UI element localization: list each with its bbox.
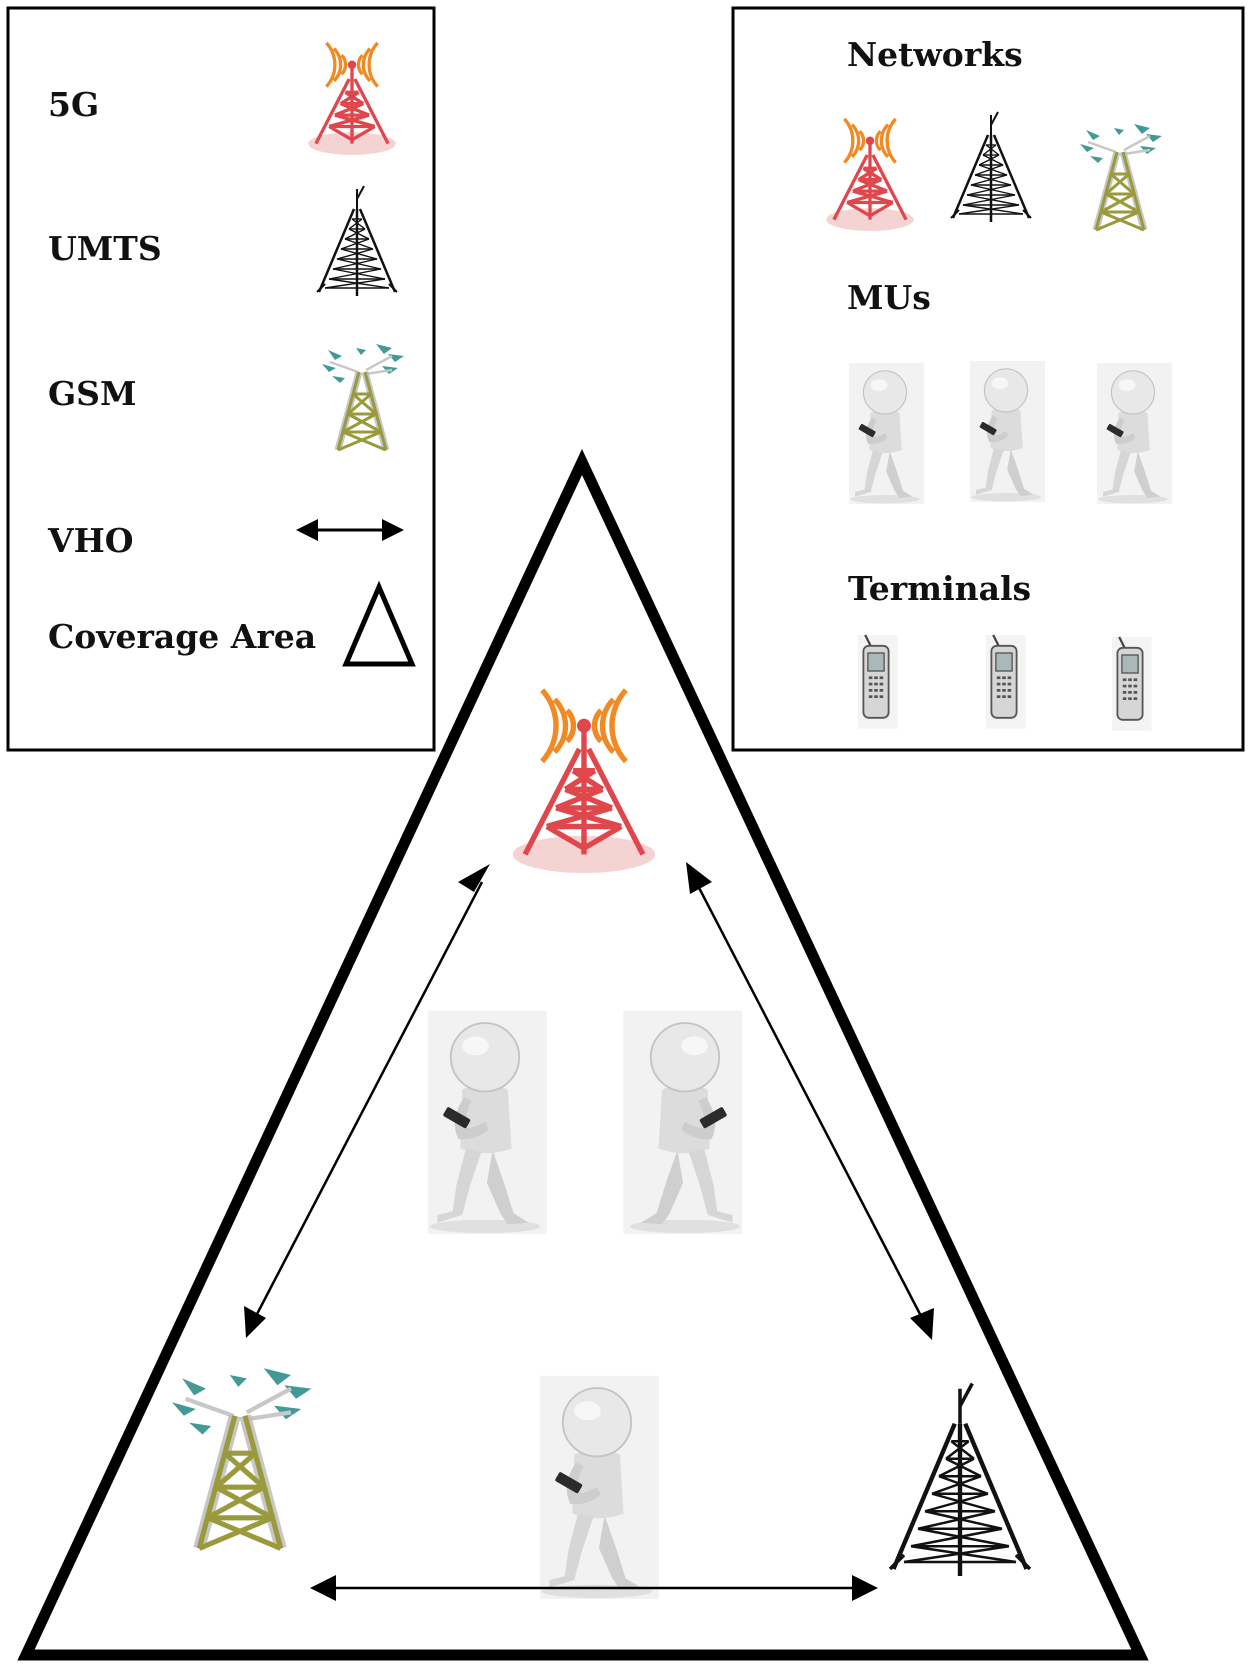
vho-arrow-gsm-umts xyxy=(310,1575,878,1601)
vho-arrow-5g-gsm xyxy=(244,864,490,1338)
mobile-user-icon xyxy=(848,362,925,505)
mobile-user-left xyxy=(427,1009,548,1235)
tower-5g-icon xyxy=(306,41,398,157)
tower-gsm-icon xyxy=(322,344,404,450)
network-5g-icon xyxy=(824,117,916,233)
mobile-user-bottom xyxy=(539,1374,660,1600)
tower-umts-main xyxy=(890,1384,1030,1577)
terminal-phone-icon xyxy=(984,633,1027,730)
tower-gsm-main xyxy=(172,1368,311,1548)
terminal-phone-icon xyxy=(856,633,899,730)
legend-label-gsm: GSM xyxy=(48,374,137,413)
networks-title: Networks xyxy=(847,35,1023,74)
legend-label-coverage-area: Coverage Area xyxy=(48,617,316,656)
legend-left-box: 5G UMTS GSM VHO Coverage Area xyxy=(6,6,436,752)
tower-5g-main xyxy=(513,690,656,873)
mobile-user-icon xyxy=(969,360,1046,503)
terminal-phone-icon xyxy=(1110,635,1153,732)
tower-umts-icon xyxy=(315,184,399,298)
triangle-icon xyxy=(342,580,416,667)
vho-arrow-5g-umts xyxy=(686,862,934,1340)
mobile-user-right xyxy=(622,1009,743,1235)
double-arrow-icon xyxy=(296,519,404,541)
legend-right-box: Networks MUs Terminals xyxy=(731,6,1245,752)
legend-label-vho: VHO xyxy=(47,521,134,560)
legend-label-5g: 5G xyxy=(48,85,99,124)
mus-title: MUs xyxy=(847,278,931,317)
legend-label-umts: UMTS xyxy=(48,229,162,268)
terminals-title: Terminals xyxy=(848,569,1031,608)
mobile-user-icon xyxy=(1096,362,1173,505)
network-umts-icon xyxy=(949,110,1033,224)
coverage-area-triangle xyxy=(17,448,1149,1661)
network-gsm-icon xyxy=(1080,124,1162,230)
